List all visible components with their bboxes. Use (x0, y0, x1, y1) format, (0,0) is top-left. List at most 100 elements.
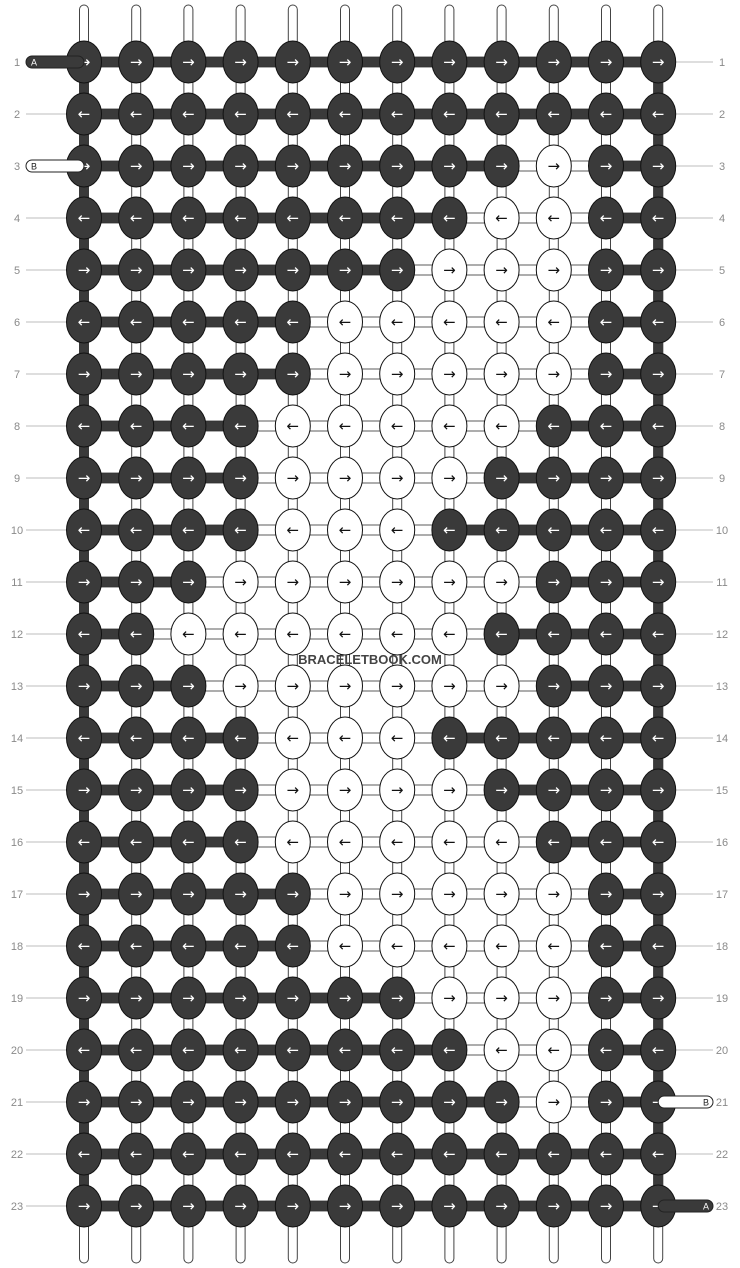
knot (327, 768, 363, 812)
knot (535, 560, 572, 604)
knot-arrow-icon: ← (78, 1145, 91, 1163)
knot-arrow-icon: ← (339, 1041, 352, 1059)
knot-arrow-icon: → (339, 1197, 352, 1215)
knot (170, 924, 207, 968)
knot-arrow-icon: ← (287, 417, 300, 435)
knot-arrow-icon: ← (391, 625, 404, 643)
knot-arrow-icon: ← (652, 209, 665, 227)
knot (66, 1184, 102, 1228)
knot-arrow-icon: → (443, 1197, 456, 1215)
knot (588, 1028, 624, 1072)
knot (535, 1132, 572, 1176)
knot-arrow-icon: → (600, 1197, 613, 1215)
knot (588, 300, 624, 344)
knot (483, 196, 520, 240)
knot-arrow-icon: → (234, 677, 247, 695)
knot (588, 768, 624, 812)
knot-arrow-icon: → (600, 53, 613, 71)
knot-arrow-icon: ← (130, 937, 143, 955)
knot (379, 40, 416, 84)
knot (483, 508, 520, 552)
knot (118, 456, 155, 500)
knot-arrow-icon: → (600, 469, 613, 487)
knot (327, 92, 363, 136)
knot (327, 352, 363, 396)
knot-arrow-icon: ← (391, 729, 404, 747)
knot (379, 1132, 416, 1176)
knot (222, 144, 259, 188)
knot (66, 664, 102, 708)
knot-arrow-icon: → (391, 157, 404, 175)
knot-arrow-icon: ← (443, 209, 456, 227)
knot (222, 40, 259, 84)
knot (379, 612, 416, 656)
knot-arrow-icon: ← (391, 209, 404, 227)
knot (640, 196, 677, 240)
knot-arrow-icon: → (339, 365, 352, 383)
knot (66, 196, 102, 240)
knot (327, 40, 363, 84)
knot (431, 300, 468, 344)
knot-arrow-icon: → (234, 989, 247, 1007)
knot (431, 1132, 468, 1176)
row-number-left: 5 (14, 265, 20, 277)
knot (379, 92, 416, 136)
knot (640, 1132, 677, 1176)
knot (274, 924, 311, 968)
knot-arrow-icon: → (287, 573, 300, 591)
knot-arrow-icon: ← (78, 729, 91, 747)
knot (535, 976, 572, 1020)
knot (170, 144, 207, 188)
knot-arrow-icon: → (78, 469, 91, 487)
knot (170, 248, 207, 292)
knot-arrow-icon: ← (78, 937, 91, 955)
row-number-left: 17 (11, 889, 23, 901)
knot (118, 40, 155, 84)
knot-arrow-icon: ← (130, 1041, 143, 1059)
knot (483, 1080, 520, 1124)
knot-arrow-icon: → (339, 53, 352, 71)
knot-arrow-icon: ← (234, 1145, 247, 1163)
knot (170, 300, 207, 344)
knot (274, 300, 311, 344)
row-number-right: 9 (719, 473, 725, 485)
knot (274, 508, 311, 552)
knot-arrow-icon: → (548, 1093, 561, 1111)
knot (327, 1132, 363, 1176)
knot (431, 716, 468, 760)
knot (222, 456, 259, 500)
row-number-right: 4 (719, 213, 725, 225)
knot (222, 664, 259, 708)
knot-arrow-icon: ← (339, 625, 352, 643)
knot-arrow-icon: ← (130, 313, 143, 331)
knot-arrow-icon: → (391, 781, 404, 799)
knot-arrow-icon: ← (234, 937, 247, 955)
knot (327, 508, 363, 552)
knot (535, 40, 572, 84)
knot (379, 144, 416, 188)
knot-arrow-icon: → (495, 157, 508, 175)
left-end-label: A (31, 58, 37, 68)
knot-arrow-icon: ← (548, 209, 561, 227)
row-number-right: 10 (716, 525, 728, 537)
row-number-left: 9 (14, 473, 20, 485)
knot-arrow-icon: → (600, 677, 613, 695)
knot-arrow-icon: ← (234, 521, 247, 539)
knot-arrow-icon: → (548, 157, 561, 175)
knot-arrow-icon: → (548, 885, 561, 903)
knot (640, 508, 677, 552)
knot-arrow-icon: ← (391, 833, 404, 851)
knot (640, 248, 677, 292)
knot-arrow-icon: → (548, 469, 561, 487)
knot-arrow-icon: → (339, 261, 352, 279)
knot-arrow-icon: → (130, 885, 143, 903)
knot (118, 560, 155, 604)
knot (327, 456, 363, 500)
knot (327, 248, 363, 292)
knot-arrow-icon: → (391, 573, 404, 591)
knot (431, 144, 468, 188)
knot (379, 196, 416, 240)
knot (222, 560, 259, 604)
knot (274, 768, 311, 812)
knot (535, 820, 572, 864)
